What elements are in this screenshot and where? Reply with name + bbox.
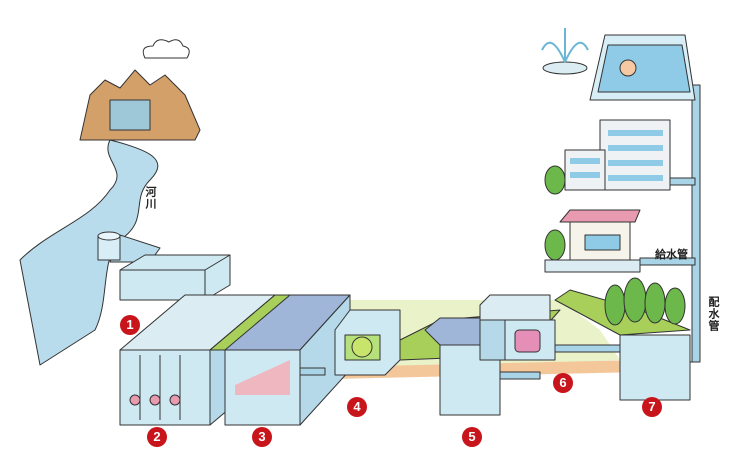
distribution-pump-top <box>479 294 551 321</box>
cloud <box>142 39 190 59</box>
step-badge-2: 2 <box>147 427 167 447</box>
grit-basin <box>119 254 231 301</box>
river <box>19 139 159 366</box>
swimmer <box>619 59 637 77</box>
service-pipe-label: 給水管 <box>655 248 688 261</box>
step-badge-3: 3 <box>252 427 272 447</box>
dam <box>109 99 151 131</box>
trees <box>604 277 686 326</box>
fountain <box>542 61 588 75</box>
step-badge-1: 1 <box>120 315 140 335</box>
step-badge-5: 5 <box>462 427 482 447</box>
step-badge-6: 6 <box>553 373 573 393</box>
house <box>559 209 641 223</box>
step-badge-7: 7 <box>642 397 662 417</box>
step-badge-4: 4 <box>347 397 367 417</box>
distribution-pipe-label: 配水管 <box>707 296 720 332</box>
river-label: 河川 <box>144 186 157 210</box>
mixing-basin <box>119 349 211 426</box>
distribution-pipe <box>687 84 701 363</box>
distribution-reservoir <box>619 334 691 401</box>
